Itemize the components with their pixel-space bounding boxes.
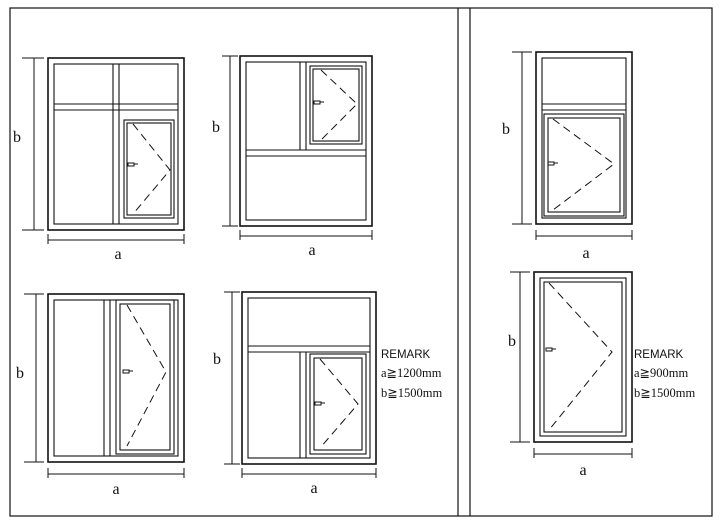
dimension-label-b: b bbox=[508, 333, 516, 350]
dimension-label-a: a bbox=[114, 246, 121, 263]
window-handle-icon bbox=[127, 162, 138, 167]
remark-title: REMARK bbox=[634, 349, 684, 361]
dimension-label-a: a bbox=[582, 245, 589, 262]
window-handle-icon bbox=[314, 401, 325, 406]
dimension-label-a: a bbox=[308, 242, 315, 259]
window-handle-icon bbox=[545, 347, 556, 352]
window-2-width-dimension: a bbox=[239, 230, 373, 259]
dimension-label-b: b bbox=[13, 129, 21, 146]
remark-1: REMARK a≧1200mm b≧1500mm bbox=[381, 349, 442, 400]
remark-line: b≧1500mm bbox=[634, 386, 695, 400]
window-3-width-dimension: a bbox=[47, 468, 185, 498]
remark-line: b≧1500mm bbox=[381, 386, 442, 400]
window-handle-icon bbox=[313, 100, 324, 105]
window-5-width-dimension: a bbox=[535, 230, 633, 262]
window-4 bbox=[241, 291, 377, 465]
dimension-label-a: a bbox=[579, 462, 586, 479]
window-3 bbox=[47, 293, 185, 463]
remark-2: REMARK a≧900mm b≧1500mm bbox=[634, 349, 695, 400]
remark-line: a≧900mm bbox=[634, 366, 688, 380]
dimension-label-a: a bbox=[310, 480, 317, 497]
window-4-width-dimension: a bbox=[241, 468, 377, 497]
dimension-label-b: b bbox=[16, 365, 24, 382]
window-5-height-dimension: b bbox=[502, 51, 532, 225]
window-1-width-dimension: a bbox=[47, 234, 185, 263]
window-6 bbox=[533, 271, 633, 443]
dimension-label-a: a bbox=[112, 481, 119, 498]
window-6-width-dimension: a bbox=[533, 448, 633, 479]
dimension-label-b: b bbox=[212, 119, 220, 136]
dimension-label-b: b bbox=[502, 121, 510, 138]
window-2 bbox=[239, 55, 373, 227]
remark-title: REMARK bbox=[381, 349, 431, 361]
window-5 bbox=[535, 51, 633, 225]
dimension-label-b: b bbox=[213, 351, 221, 368]
window-handle-icon bbox=[547, 161, 558, 166]
window-2-height-dimension: b bbox=[212, 55, 238, 227]
sheet-border bbox=[9, 7, 713, 517]
window-1-height-dimension: b bbox=[13, 57, 44, 231]
window-1 bbox=[47, 57, 185, 231]
window-handle-icon bbox=[122, 369, 133, 374]
window-6-height-dimension: b bbox=[508, 271, 530, 443]
window-4-height-dimension: b bbox=[213, 291, 240, 465]
remark-line: a≧1200mm bbox=[381, 366, 442, 380]
window-3-height-dimension: b bbox=[16, 293, 44, 463]
